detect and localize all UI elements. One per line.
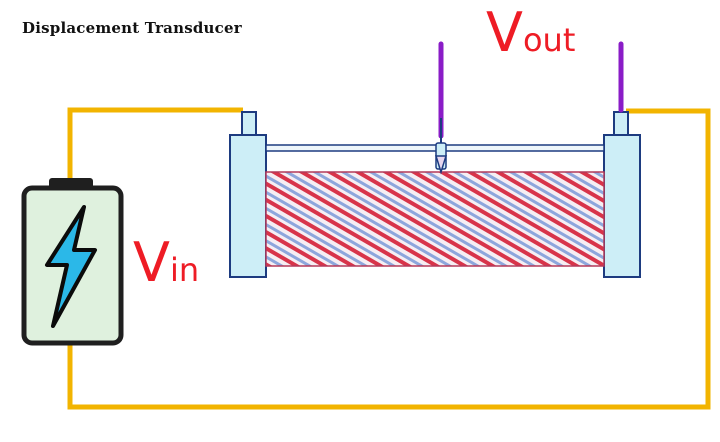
- coil-outline: [265, 171, 605, 267]
- vin-label: Vin: [133, 236, 199, 290]
- coil-winding: [266, 172, 604, 266]
- wiper-tip: [434, 155, 448, 175]
- wiper-contact: [434, 142, 448, 175]
- vout-label-main: V: [486, 1, 523, 64]
- lightning-bolt-icon: [45, 205, 97, 328]
- circuit-wire: [67, 107, 711, 410]
- left-bracket: [229, 134, 267, 278]
- vin-label-subscript: in: [169, 251, 200, 289]
- resistance-coil: [265, 171, 605, 267]
- slider-rod: [265, 144, 605, 152]
- right-bracket: [603, 134, 641, 278]
- diagram-title: Displacement Transducer: [22, 19, 242, 37]
- vout-label: Vout: [486, 6, 575, 60]
- vout-label-subscript: out: [522, 21, 576, 59]
- battery: [21, 178, 124, 346]
- right-end-block: [603, 111, 641, 278]
- left-end-block: [229, 111, 267, 278]
- wire-left: [67, 107, 711, 410]
- vin-label-main: V: [133, 231, 170, 294]
- right-terminal-post: [613, 111, 629, 137]
- guide-rod: [265, 144, 605, 152]
- left-terminal-post: [241, 111, 257, 137]
- output-probes: [438, 41, 624, 143]
